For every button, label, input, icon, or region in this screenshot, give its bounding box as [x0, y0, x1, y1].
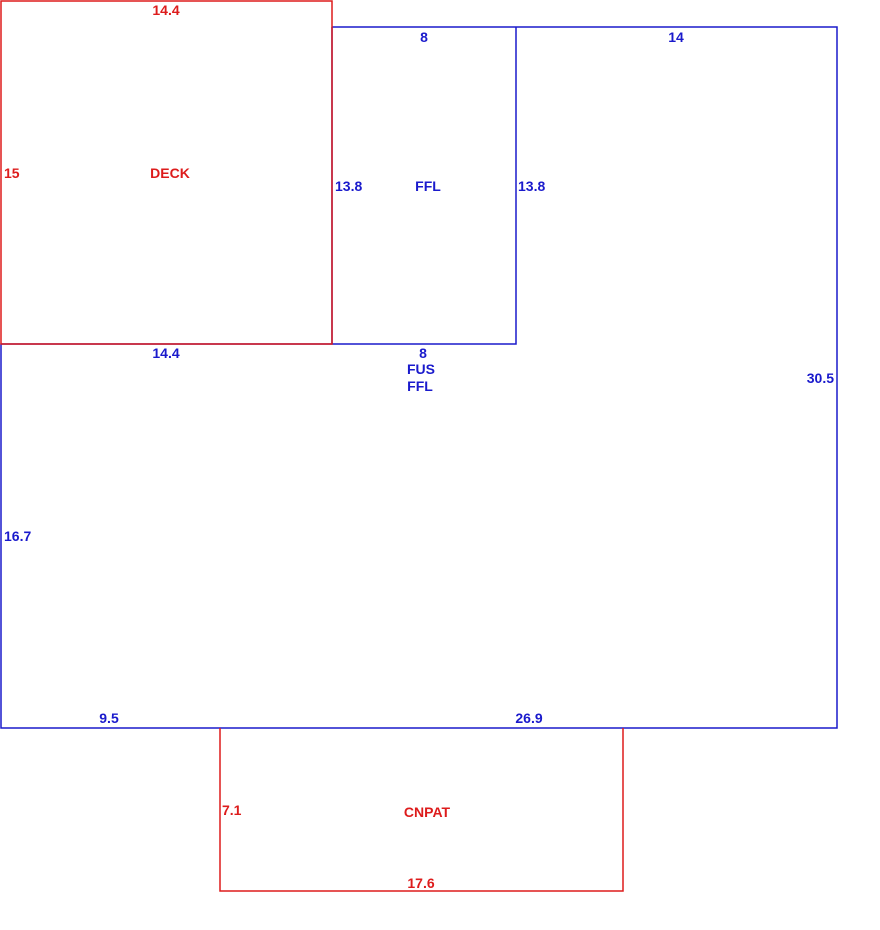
ffl-left-dimension: 13.8 [335, 178, 362, 194]
ffl-area-label: FFL [415, 178, 441, 194]
main-right-dimension: 30.5 [807, 370, 834, 386]
deck-bottom-dimension: 14.4 [152, 345, 179, 361]
cnpat-left-dimension: 7.1 [222, 802, 242, 818]
ffl-bottom-dimension: 8 [419, 345, 427, 361]
cnpat-area-label: CNPAT [404, 804, 451, 820]
cnpat-bottom-dimension: 17.6 [407, 875, 434, 891]
main-top-dimension: 14 [668, 29, 684, 45]
main-area-label-line1: FUS [407, 361, 435, 377]
ffl-top-dimension: 8 [420, 29, 428, 45]
deck-area-label: DECK [150, 165, 190, 181]
main-bottom-left-dimension: 9.5 [99, 710, 119, 726]
deck-top-dimension: 14.4 [152, 2, 179, 18]
main-structure-outline [0, 26, 838, 729]
main-area-label-line2: FFL [407, 378, 433, 394]
deck-left-dimension: 15 [4, 165, 20, 181]
deck-outline [0, 0, 333, 345]
main-bottom-right-dimension: 26.9 [515, 710, 542, 726]
main-left-dimension: 16.7 [4, 528, 31, 544]
ffl-right-dimension: 13.8 [518, 178, 545, 194]
cnpat-outline [219, 728, 624, 892]
